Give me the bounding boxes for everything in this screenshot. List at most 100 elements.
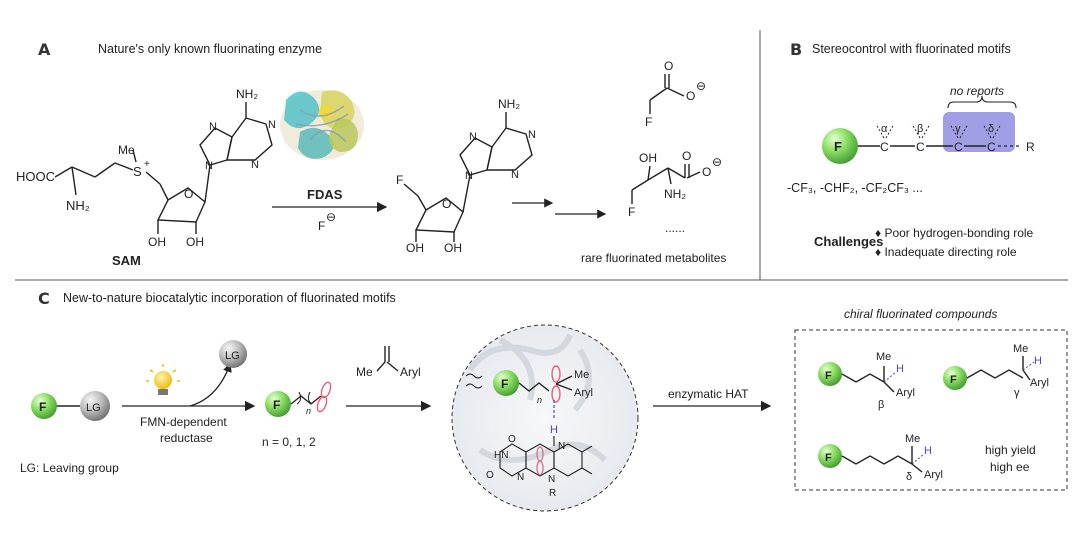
panel-a-letter: A: [38, 40, 51, 59]
no-reports-label: no reports: [950, 84, 1004, 98]
fluoroacetate-fluorine: F: [645, 115, 652, 129]
product-gamma-me: Me: [1013, 343, 1028, 355]
flavin-o-2: O: [508, 434, 516, 445]
sam-n-3: N: [268, 119, 276, 131]
carbon-delta: C: [987, 140, 996, 154]
sam-structure: HOOC NH₂ Me S + O OH OH NH₂: [16, 87, 276, 268]
product-beta-h: H: [896, 363, 904, 375]
sam-amine: NH₂: [66, 198, 90, 213]
fluorothreonine-nh2: NH₂: [664, 187, 686, 201]
fluoroacetate: O O ⊖ F: [645, 59, 706, 129]
active-site-aryl: Aryl: [574, 387, 593, 399]
panel-c: C New-to-nature biocatalytic incorporati…: [20, 289, 1068, 512]
sam-hooc: HOOC: [16, 169, 55, 184]
active-site-n-subscript: n: [537, 395, 542, 405]
fluoroacetate-o-minus: O: [686, 89, 695, 103]
flavin-o-1: O: [486, 470, 494, 481]
panel-b-fluorine-ball: [822, 128, 858, 164]
fda-n-2: N: [469, 131, 477, 143]
fda-oh-1: OH: [406, 241, 424, 255]
product-delta-greek: δ: [906, 471, 912, 483]
light-bulb-icon: [146, 364, 180, 395]
panel-b: B Stereocontrol with fluorinated motifs …: [787, 40, 1035, 259]
sam-n-4: N: [251, 159, 259, 171]
sam-label: SAM: [112, 253, 141, 268]
radical-f-label: F: [273, 398, 280, 412]
no-reports-brace: [947, 95, 1017, 109]
fdas-label: FDAS: [307, 187, 343, 202]
flavin-n-2: N: [558, 441, 565, 452]
fluorothreonine-o-minus: O: [702, 165, 711, 179]
challenge-2: ♦ Inadequate directing role: [875, 245, 1017, 259]
product-beta-me: Me: [876, 351, 891, 363]
sam-n-2: N: [209, 121, 217, 133]
fluoride-charge: ⊖: [326, 210, 336, 224]
product-delta-aryl: Aryl: [924, 469, 943, 481]
carbon-gamma: C: [954, 140, 963, 154]
sam-methyl: Me: [118, 143, 135, 157]
panel-a-title: Nature's only known fluorinating enzyme: [98, 42, 322, 56]
active-site: F n Me Aryl H HN O O N N N R: [451, 324, 639, 512]
product-delta-h: H: [924, 445, 932, 457]
radical-orbital-top: [320, 381, 332, 399]
metabolites-caption: rare fluorinated metabolites: [581, 251, 726, 265]
panel-c-letter: C: [38, 289, 50, 308]
alkene-aryl: Aryl: [400, 365, 421, 379]
fda-n-4: N: [511, 169, 519, 181]
fdas-protein-image: [280, 90, 364, 160]
active-site-me: Me: [574, 369, 589, 381]
fluoride-label: F: [318, 219, 325, 233]
fda-ring-oxygen: O: [442, 197, 451, 211]
fda-oh-2: OH: [444, 241, 462, 255]
carbon-beta: C: [916, 140, 925, 154]
active-site-hydrogen: H: [550, 424, 558, 436]
challenge-1: ♦ Poor hydrogen-bonding role: [875, 226, 1034, 240]
products-box: [794, 329, 1068, 491]
reductase-line-1: FMN-dependent: [140, 415, 227, 429]
fda-adenine-amine: NH₂: [498, 97, 520, 111]
fda-fluorine: F: [396, 173, 403, 187]
flavin-hn: HN: [494, 450, 508, 461]
greek-alpha: α: [881, 123, 888, 135]
fluorothreonine-charge: ⊖: [712, 155, 722, 169]
substrate-lg-label: LG: [86, 402, 101, 414]
fluoroacetate-oxygen: O: [664, 59, 673, 73]
high-yield-text: high yield: [985, 443, 1036, 457]
sam-sulfur: S: [133, 164, 142, 179]
high-ee-text: high ee: [990, 460, 1030, 474]
fluorinated-motif-examples: -CF₃, -CHF₂, -CF₂CF₃ ...: [787, 181, 923, 195]
greek-beta: β: [917, 123, 923, 135]
flavin-r: R: [549, 488, 556, 499]
n-values: n = 0, 1, 2: [262, 435, 316, 449]
hat-label: enzymatic HAT: [668, 387, 749, 401]
sam-oh-1: OH: [148, 235, 166, 249]
fluorothreonine: OH O O ⊖ NH₂ F ...... rare fluorinated m…: [581, 149, 726, 265]
panel-c-title: New-to-nature biocatalytic incorporation…: [63, 291, 396, 305]
product-gamma: F Me H Aryl γ: [943, 343, 1049, 399]
substrate-lg-ball: [80, 391, 110, 421]
products-title: chiral fluorinated compounds: [844, 307, 997, 321]
product-beta-greek: β: [878, 399, 884, 411]
fluorothreonine-fluorine: F: [628, 205, 635, 219]
sam-sulfur-charge: +: [144, 159, 150, 170]
product-beta-f: F: [825, 370, 832, 382]
product-delta-f: F: [825, 452, 832, 464]
lg-legend: LG: Leaving group: [20, 461, 119, 475]
fluorothreonine-oh: OH: [639, 151, 657, 165]
radical-orbital-bottom: [316, 395, 328, 413]
alkene-me: Me: [356, 365, 373, 379]
product-delta-me: Me: [905, 433, 920, 445]
metabolites-dots: ......: [665, 221, 685, 235]
product-beta: F Me H Aryl β: [818, 351, 915, 411]
flavin-n-3: N: [548, 474, 555, 485]
active-site-f-label: F: [501, 377, 508, 391]
radical-fluorine-ball: [265, 391, 291, 417]
radical-n-subscript: n: [306, 406, 311, 416]
product-gamma-aryl: Aryl: [1030, 377, 1049, 389]
panel-b-title: Stereocontrol with fluorinated motifs: [812, 42, 1011, 56]
sam-oh-2: OH: [186, 235, 204, 249]
r-group: R: [1026, 140, 1035, 154]
fluoroacetate-charge: ⊖: [696, 79, 706, 93]
